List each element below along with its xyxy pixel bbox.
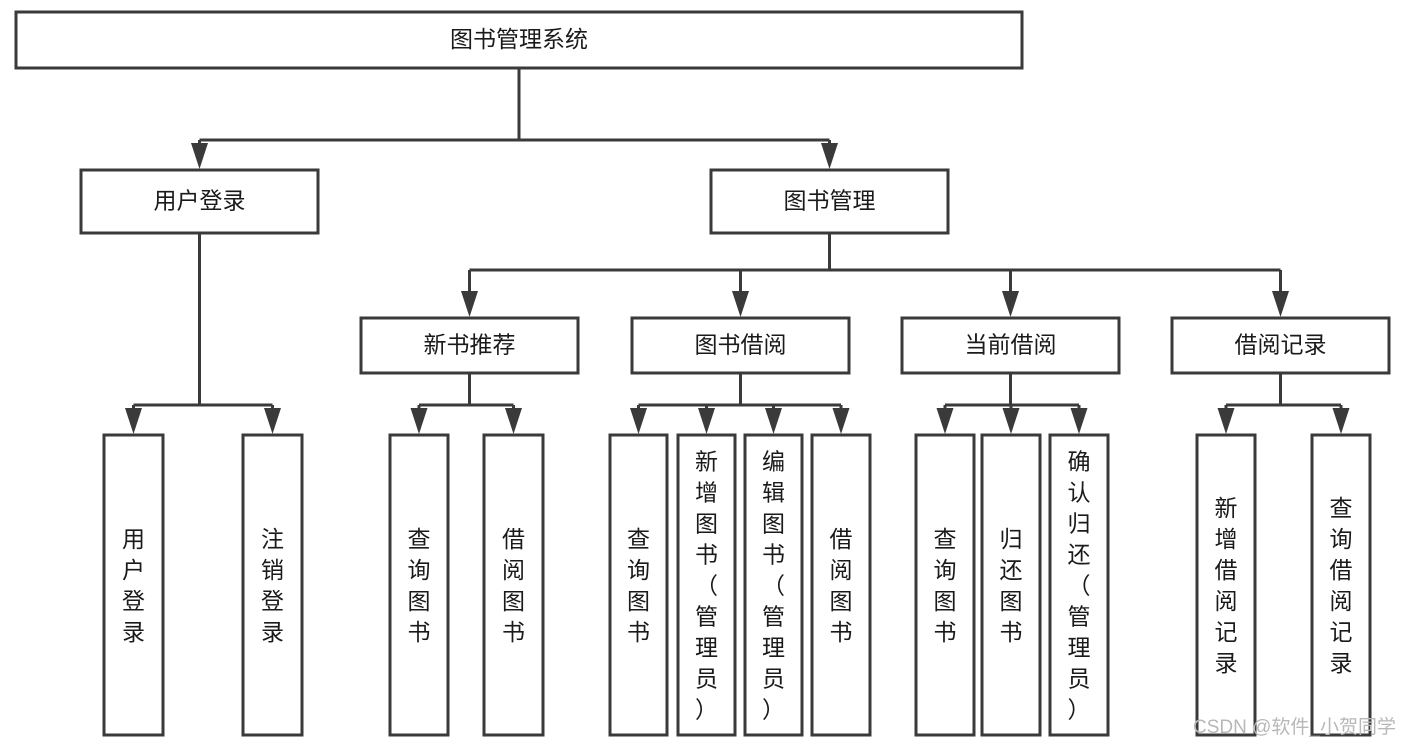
node-box [900, 316, 1121, 375]
node-label: 注销登录 [261, 526, 284, 645]
node-leaf_new_borrow[interactable]: 借阅图书 [482, 433, 545, 737]
arrow-head-icon [630, 408, 647, 434]
node-box [630, 316, 851, 375]
node-label: 查询图书 [627, 526, 650, 645]
node-box [980, 433, 1042, 737]
node-leaf_rec_add[interactable]: 新增借阅记录 [1195, 433, 1257, 737]
node-l3_current[interactable]: 当前借阅 [900, 316, 1121, 375]
arrow-head-icon [505, 408, 522, 434]
node-leaf_bor_edit[interactable]: 编辑图书（管理员） [743, 433, 804, 737]
node-label: 用户登录 [154, 188, 246, 214]
node-leaf_bor_add[interactable]: 新增图书（管理员） [676, 433, 737, 737]
node-label: 图书管理 [784, 188, 876, 214]
node-leaf_rec_query[interactable]: 查询借阅记录 [1310, 433, 1372, 737]
node-label: 查询图书 [408, 526, 431, 645]
arrow-head-icon [264, 408, 281, 434]
node-box [388, 433, 450, 737]
arrow-head-icon [1002, 408, 1020, 434]
connector-layer [125, 68, 1350, 434]
node-root[interactable]: 图书管理系统 [14, 10, 1024, 70]
node-leaf_new_query[interactable]: 查询图书 [388, 433, 450, 737]
node-label: 新增借阅记录 [1215, 495, 1238, 676]
node-label: 图书管理系统 [450, 26, 588, 52]
csdn-watermark: CSDN @软件_小贺同学 [1193, 716, 1396, 738]
node-label: 借阅记录 [1235, 332, 1327, 358]
node-label: 编辑图书（管理员） [762, 449, 785, 723]
node-layer: 图书管理系统用户登录图书管理新书推荐图书借阅当前借阅借阅记录用户登录注销登录查询… [14, 10, 1391, 737]
arrow-head-icon [832, 408, 850, 434]
arrow-head-icon [732, 291, 749, 317]
node-label: 借阅图书 [502, 526, 525, 645]
node-l3_record[interactable]: 借阅记录 [1170, 316, 1391, 375]
node-label: 归还图书 [1000, 526, 1023, 645]
arrow-head-icon [698, 408, 715, 434]
node-l3_newbook[interactable]: 新书推荐 [359, 316, 580, 375]
node-box [102, 433, 165, 737]
node-label: 确认归还（管理员） [1068, 449, 1091, 723]
arrow-head-icon [191, 143, 208, 169]
node-l2_book[interactable]: 图书管理 [709, 168, 950, 235]
node-box [359, 316, 580, 375]
node-leaf_bor_query[interactable]: 查询图书 [608, 433, 669, 737]
arrow-head-icon [1002, 291, 1019, 317]
node-leaf_user_login[interactable]: 用户登录 [102, 433, 165, 737]
node-leaf_bor_lend[interactable]: 借阅图书 [810, 433, 872, 737]
node-box [79, 168, 320, 235]
arrow-head-icon [765, 408, 782, 434]
arrow-head-icon [936, 408, 954, 434]
node-label: 图书借阅 [695, 332, 787, 358]
node-label: 借阅图书 [830, 526, 853, 645]
arrow-head-icon [461, 291, 478, 317]
node-l3_borrow[interactable]: 图书借阅 [630, 316, 851, 375]
arrow-head-icon [1272, 291, 1289, 317]
node-box [241, 433, 304, 737]
node-label: 当前借阅 [965, 332, 1057, 358]
node-box [482, 433, 545, 737]
node-box [709, 168, 950, 235]
node-box [676, 433, 737, 737]
arrow-head-icon [1070, 408, 1088, 434]
arrow-head-icon [1332, 408, 1350, 434]
arrow-head-icon [821, 143, 838, 169]
node-leaf_cur_return[interactable]: 归还图书 [980, 433, 1042, 737]
node-label: 新书推荐 [424, 332, 516, 358]
arrow-head-icon [125, 408, 142, 434]
node-box [810, 433, 872, 737]
node-leaf_cur_confirm[interactable]: 确认归还（管理员） [1048, 433, 1110, 737]
node-box [914, 433, 976, 737]
node-box [1195, 433, 1257, 737]
node-box [1048, 433, 1110, 737]
node-box [743, 433, 804, 737]
node-leaf_cur_query[interactable]: 查询图书 [914, 433, 976, 737]
node-l2_user[interactable]: 用户登录 [79, 168, 320, 235]
node-box [1170, 316, 1391, 375]
arrow-head-icon [1217, 408, 1235, 434]
node-label: 用户登录 [122, 526, 145, 645]
node-leaf_user_logout[interactable]: 注销登录 [241, 433, 304, 737]
node-box [608, 433, 669, 737]
arrow-head-icon [410, 408, 428, 434]
node-label: 查询借阅记录 [1330, 495, 1353, 676]
node-label: 查询图书 [934, 526, 957, 645]
node-label: 新增图书（管理员） [695, 449, 718, 723]
node-box [14, 10, 1024, 70]
node-box [1310, 433, 1372, 737]
